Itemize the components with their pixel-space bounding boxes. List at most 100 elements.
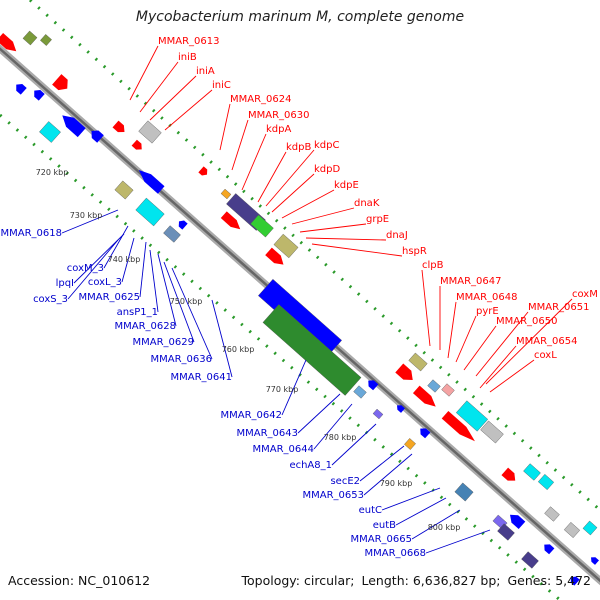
label-leader: [395, 497, 447, 526]
gene-feature: [138, 170, 165, 194]
label-leader: [305, 237, 387, 241]
gene-feature: [262, 304, 362, 396]
gene-label: MMAR_0668: [365, 548, 427, 559]
gene-label: kdpD: [314, 164, 340, 175]
label-leader: [331, 423, 377, 466]
gene-label: MMAR_0629: [133, 337, 195, 348]
gene-label: eutB: [373, 520, 396, 531]
gene-feature: [372, 408, 384, 420]
gene-label: echA8_1: [289, 460, 332, 471]
label-leader: [171, 267, 213, 360]
topology-label: Topology:: [241, 573, 301, 588]
gene-feature: [570, 576, 580, 586]
kbp-tick-label: 770 kbp: [266, 385, 299, 394]
gene-feature: [138, 120, 162, 144]
label-leader: [149, 75, 197, 121]
length-label: Length:: [361, 573, 409, 588]
gene-feature: [412, 385, 436, 407]
kbp-tick-label: 730 kbp: [70, 211, 103, 220]
gene-label: coxL: [534, 350, 557, 361]
gene-label: ansP1_1: [117, 307, 158, 318]
gene-feature: [544, 544, 555, 555]
gene-label: MMAR_0625: [79, 292, 141, 303]
label-leader: [139, 241, 147, 298]
gene-label: dnaJ: [386, 230, 408, 241]
gene-label: iniA: [196, 66, 215, 77]
label-leader: [157, 253, 177, 327]
gene-label: MMAR_0644: [253, 444, 315, 455]
gene-feature: [395, 363, 413, 380]
gene-feature: [523, 463, 541, 481]
gene-label: MMAR_0651: [528, 302, 590, 313]
kbp-tick-label: 760 kbp: [222, 345, 255, 354]
gene-label: kdpE: [334, 180, 359, 191]
label-leader: [231, 119, 249, 171]
label-leader: [455, 315, 477, 363]
gene-feature: [544, 506, 560, 522]
gene-feature: [563, 521, 581, 539]
gene-feature: [39, 121, 61, 143]
gene-label: eutC: [359, 505, 382, 516]
kbp-tick-label: 780 kbp: [324, 433, 357, 442]
label-leader: [291, 207, 355, 225]
gene-feature: [220, 188, 232, 200]
gene-label: pyrE: [476, 306, 499, 317]
gene-label: MMAR_0630: [248, 110, 310, 121]
gene-feature: [178, 220, 188, 230]
gene-feature: [441, 383, 455, 397]
gene-label: iniC: [212, 80, 231, 91]
gene-label: coxL_3: [88, 277, 122, 288]
gene-label: kdpA: [266, 124, 291, 135]
gene-feature: [16, 83, 27, 95]
gene-feature: [353, 385, 367, 399]
label-leader: [67, 239, 119, 300]
gene-label: hspR: [402, 246, 427, 257]
gene-feature: [582, 520, 598, 536]
gene-label: MMAR_0642: [221, 410, 283, 421]
label-leader: [485, 298, 573, 385]
gene-feature: [34, 89, 45, 101]
gene-label: lpqI: [56, 278, 74, 289]
gene-features: [0, 30, 599, 586]
label-leader: [299, 223, 367, 233]
label-leader: [163, 261, 195, 343]
gene-feature: [40, 34, 52, 46]
topology-info: Topology:circular; Length:6,636,827 bp; …: [242, 573, 591, 588]
gene-feature: [420, 428, 431, 439]
label-leader: [139, 61, 179, 113]
gene-label: MMAR_0650: [496, 316, 558, 327]
kbp-tick-label: 750 kbp: [170, 297, 203, 306]
gene-feature: [135, 197, 165, 227]
gene-feature: [163, 225, 181, 243]
gene-label: MMAR_0653: [303, 490, 365, 501]
label-leader: [381, 487, 441, 511]
gene-feature: [427, 379, 441, 393]
gene-feature: [397, 405, 405, 413]
accession-value: NC_010612: [78, 573, 151, 588]
gene-feature: [62, 115, 86, 138]
gene-label: MMAR_0643: [237, 428, 299, 439]
gene-feature: [112, 120, 125, 133]
gene-label: kdpB: [286, 142, 311, 153]
gene-feature: [591, 557, 599, 565]
label-leader: [164, 89, 213, 131]
gene-label: iniB: [178, 52, 197, 63]
label-leader: [479, 345, 517, 389]
gene-feature: [250, 214, 274, 238]
kbp-tick-label: 790 kbp: [380, 479, 413, 488]
label-leader: [425, 529, 491, 554]
label-leader: [219, 103, 231, 151]
gene-feature: [0, 32, 17, 52]
label-leader: [271, 173, 315, 213]
accession-label: Accession:: [8, 573, 75, 588]
gene-feature: [52, 74, 68, 91]
gene-label: coxS_3: [33, 294, 68, 305]
gene-label: secE2: [330, 476, 360, 487]
gene-label: MMAR_0628: [115, 321, 177, 332]
gene-feature: [22, 30, 38, 46]
label-leader: [257, 151, 287, 203]
label-leaders: [61, 45, 573, 554]
gene-feature: [408, 352, 428, 372]
gene-feature: [497, 523, 515, 541]
gene-feature: [455, 400, 489, 432]
